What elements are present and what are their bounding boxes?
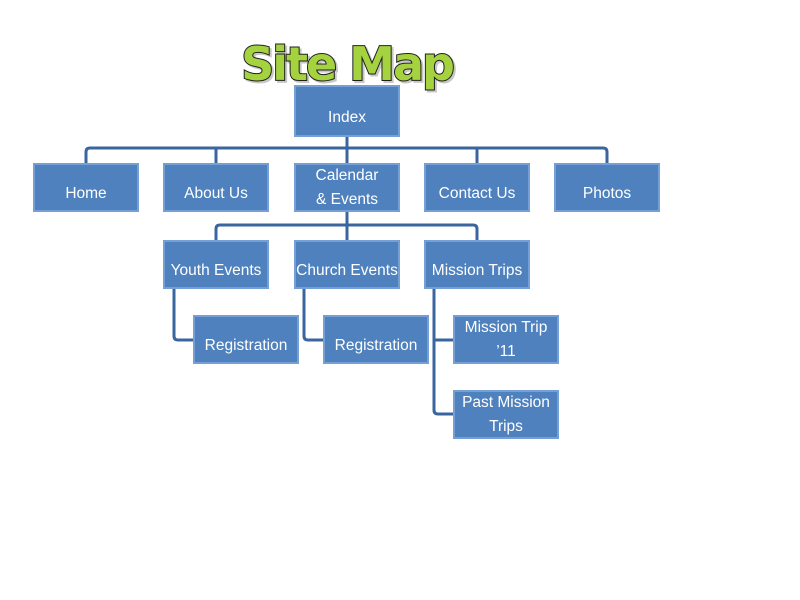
connector-youth-registration (172, 289, 195, 342)
node-registration-church: Registration (323, 315, 429, 364)
node-label: Youth Events (170, 262, 262, 280)
node-home: Home (33, 163, 139, 212)
node-label: Mission Trips (431, 262, 523, 280)
node-mission-trip-11: Mission Trip ’11 (453, 315, 559, 364)
page-title: Site Map (241, 37, 453, 91)
node-label-line2: & Events (315, 190, 379, 208)
node-label: Registration (204, 337, 288, 355)
node-label: Church Events (296, 262, 398, 280)
node-photos: Photos (554, 163, 660, 212)
node-index: Index (294, 85, 400, 137)
diagram-title: Site Map (226, 18, 468, 104)
node-label: Index (328, 108, 366, 126)
node-label-line2: ’11 (496, 342, 516, 360)
node-contact-us: Contact Us (424, 163, 530, 212)
node-label-line1: Mission Trip (464, 319, 548, 337)
node-label: Registration (334, 337, 418, 355)
node-label: Home (65, 185, 107, 203)
node-label: About Us (184, 185, 248, 203)
title-wordart: Site Map (240, 36, 456, 92)
node-calendar-events: Calendar & Events (294, 163, 400, 212)
node-label-line1: Calendar (315, 167, 379, 185)
node-label-line2: Trips (489, 417, 523, 435)
connector-mission-past-trips (432, 289, 455, 416)
node-registration-youth: Registration (193, 315, 299, 364)
node-church-events: Church Events (294, 240, 400, 289)
node-label: Contact Us (438, 185, 516, 203)
node-youth-events: Youth Events (163, 240, 269, 289)
node-label: Photos (582, 185, 632, 203)
node-mission-trips: Mission Trips (424, 240, 530, 289)
connector-church-registration (302, 289, 325, 342)
node-label-line1: Past Mission (462, 394, 550, 412)
node-about-us: About Us (163, 163, 269, 212)
node-past-mission-trips: Past Mission Trips (453, 390, 559, 439)
